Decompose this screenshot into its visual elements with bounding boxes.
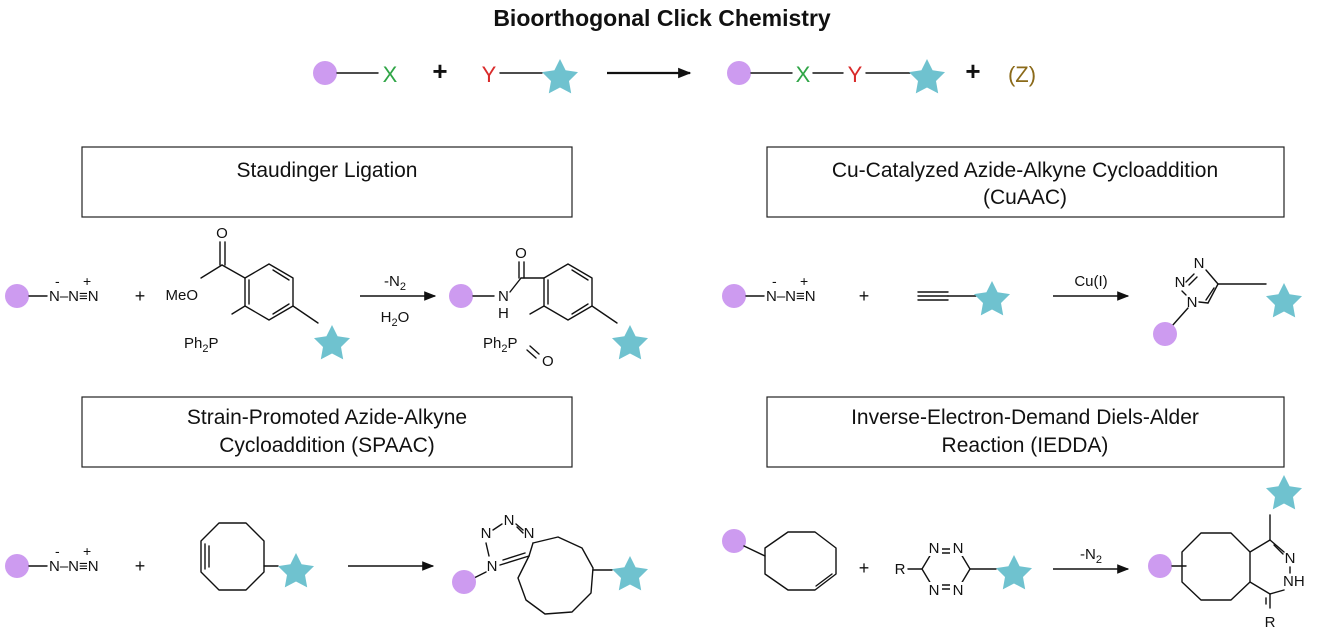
spaac-reaction: N–N≡N - + + N N N N <box>5 512 648 615</box>
purple-circle-icon <box>1153 322 1177 346</box>
plus-sign: + <box>432 56 447 86</box>
svg-text:N: N <box>1194 255 1205 272</box>
svg-text:Reaction (IEDDA): Reaction (IEDDA) <box>942 434 1109 457</box>
section-cuaac-title: Cu-Catalyzed Azide-Alkyne Cycloaddition … <box>766 146 1285 218</box>
svg-text:N: N <box>953 582 964 599</box>
catalyst-label: Cu(I) <box>1074 273 1107 290</box>
teal-star-icon <box>612 556 648 591</box>
svg-text:Cycloaddition (SPAAC): Cycloaddition (SPAAC) <box>219 434 435 457</box>
svg-text:N: N <box>1285 550 1296 567</box>
general-scheme: X + Y X Y + (Z) <box>313 56 1036 94</box>
svg-text:NH: NH <box>1283 573 1305 590</box>
svg-text:N: N <box>524 525 535 542</box>
purple-circle-icon <box>727 61 751 85</box>
svg-text:-N2: -N2 <box>1080 546 1102 566</box>
svg-text:O: O <box>515 245 527 262</box>
teal-star-icon <box>278 553 314 588</box>
svg-text:R: R <box>895 561 906 578</box>
section-staudinger-title: Staudinger Ligation <box>81 146 573 218</box>
svg-text:+: + <box>83 543 91 559</box>
svg-text:N: N <box>487 558 498 575</box>
purple-circle-icon <box>5 284 29 308</box>
label-y: Y <box>848 62 863 87</box>
svg-text:-: - <box>55 543 60 559</box>
svg-text:N: N <box>504 512 515 529</box>
label-x: X <box>383 62 398 87</box>
svg-text:Ph2P: Ph2P <box>184 335 219 355</box>
purple-circle-icon <box>722 529 746 553</box>
svg-text:H2O: H2O <box>381 309 410 329</box>
teal-star-icon <box>1266 283 1302 318</box>
svg-text:N: N <box>1175 274 1186 291</box>
purple-circle-icon <box>5 554 29 578</box>
svg-text:N: N <box>953 540 964 557</box>
plus-sign: + <box>135 556 146 576</box>
svg-text:-N2: -N2 <box>384 273 406 293</box>
teal-star-icon <box>1266 475 1302 510</box>
svg-text:N: N <box>498 288 509 305</box>
purple-circle-icon <box>722 284 746 308</box>
azide-group: N–N≡N <box>766 288 816 305</box>
plus-sign: + <box>965 56 980 86</box>
label-y: Y <box>482 62 497 87</box>
svg-text:Inverse-Electron-Demand Diels-: Inverse-Electron-Demand Diels-Alder <box>851 406 1199 429</box>
teal-star-icon <box>909 59 945 94</box>
svg-text:(CuAAC): (CuAAC) <box>983 186 1067 209</box>
section-iedda-title: Inverse-Electron-Demand Diels-Alder Reac… <box>766 396 1285 468</box>
teal-star-icon <box>612 325 648 360</box>
svg-text:O: O <box>216 225 228 242</box>
staudinger-reaction: N–N≡N - + + O MeO Ph2P -N2 H2O N H O <box>5 225 648 370</box>
purple-circle-icon <box>1148 554 1172 578</box>
svg-text:R: R <box>1265 614 1276 631</box>
iedda-reaction: + R N N N N -N2 N NH R <box>722 475 1305 631</box>
svg-text:O: O <box>542 353 554 370</box>
svg-text:MeO: MeO <box>165 287 198 304</box>
svg-text:Strain-Promoted Azide-Alkyne: Strain-Promoted Azide-Alkyne <box>187 406 467 429</box>
plus-sign: + <box>859 558 870 578</box>
svg-text:H: H <box>498 305 509 322</box>
svg-text:N: N <box>1187 294 1198 311</box>
svg-text:N: N <box>929 540 940 557</box>
svg-text:N: N <box>481 525 492 542</box>
teal-star-icon <box>314 325 350 360</box>
svg-text:N: N <box>929 582 940 599</box>
svg-text:-: - <box>772 273 777 289</box>
purple-circle-icon <box>313 61 337 85</box>
section-spaac-title: Strain-Promoted Azide-Alkyne Cycloadditi… <box>81 396 573 468</box>
svg-text:Ph2P: Ph2P <box>483 335 518 355</box>
label-z: (Z) <box>1008 62 1036 87</box>
purple-circle-icon <box>449 284 473 308</box>
cuaac-reaction: N–N≡N - + + Cu(I) N N N <box>722 255 1302 346</box>
teal-star-icon <box>542 59 578 94</box>
svg-text:Staudinger Ligation: Staudinger Ligation <box>237 159 418 182</box>
label-x: X <box>796 62 811 87</box>
svg-text:+: + <box>800 273 808 289</box>
plus-sign: + <box>135 286 146 306</box>
teal-star-icon <box>996 555 1032 590</box>
azide-group: N–N≡N <box>49 558 99 575</box>
purple-circle-icon <box>452 570 476 594</box>
svg-text:-: - <box>55 273 60 289</box>
svg-text:Cu-Catalyzed Azide-Alkyne Cycl: Cu-Catalyzed Azide-Alkyne Cycloaddition <box>832 159 1218 182</box>
teal-star-icon <box>974 281 1010 316</box>
svg-text:+: + <box>83 273 91 289</box>
plus-sign: + <box>859 286 870 306</box>
diagram-title: Bioorthogonal Click Chemistry <box>493 5 831 31</box>
azide-group: N–N≡N <box>49 288 99 305</box>
